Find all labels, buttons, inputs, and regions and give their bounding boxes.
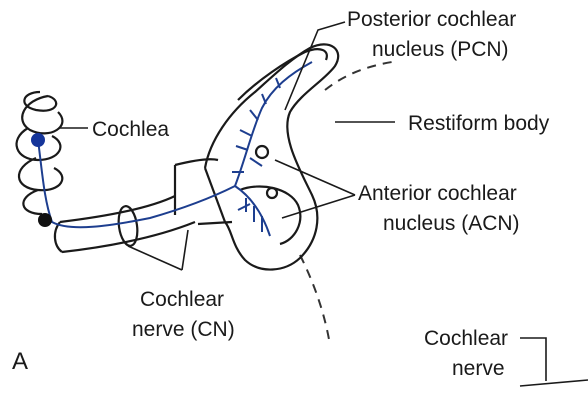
label-restiform-body: Restiform body — [408, 112, 550, 135]
cochlear-nucleus-body — [205, 44, 338, 269]
label-cn-line1: Cochlear — [140, 288, 224, 311]
panel-label: A — [12, 348, 28, 375]
label-cochlea: Cochlea — [92, 118, 169, 141]
cochlear-nerve-tube — [55, 159, 232, 252]
label-cn-line2: nerve (CN) — [132, 318, 235, 341]
nerve-fibers — [38, 62, 312, 236]
nerve-root-dot — [38, 213, 52, 227]
label-acn-line2: nucleus (ACN) — [383, 212, 520, 235]
label-cochlear-nerve-2-line2: nerve — [452, 357, 505, 380]
label-cochlear-nerve-2-line1: Cochlear — [424, 327, 508, 350]
spiral-ganglion-dot — [31, 133, 45, 147]
label-pcn-line2: nucleus (PCN) — [372, 38, 509, 61]
label-acn-line1: Anterior cochlear — [358, 182, 517, 205]
label-pcn-line1: Posterior cochlear — [347, 8, 516, 31]
